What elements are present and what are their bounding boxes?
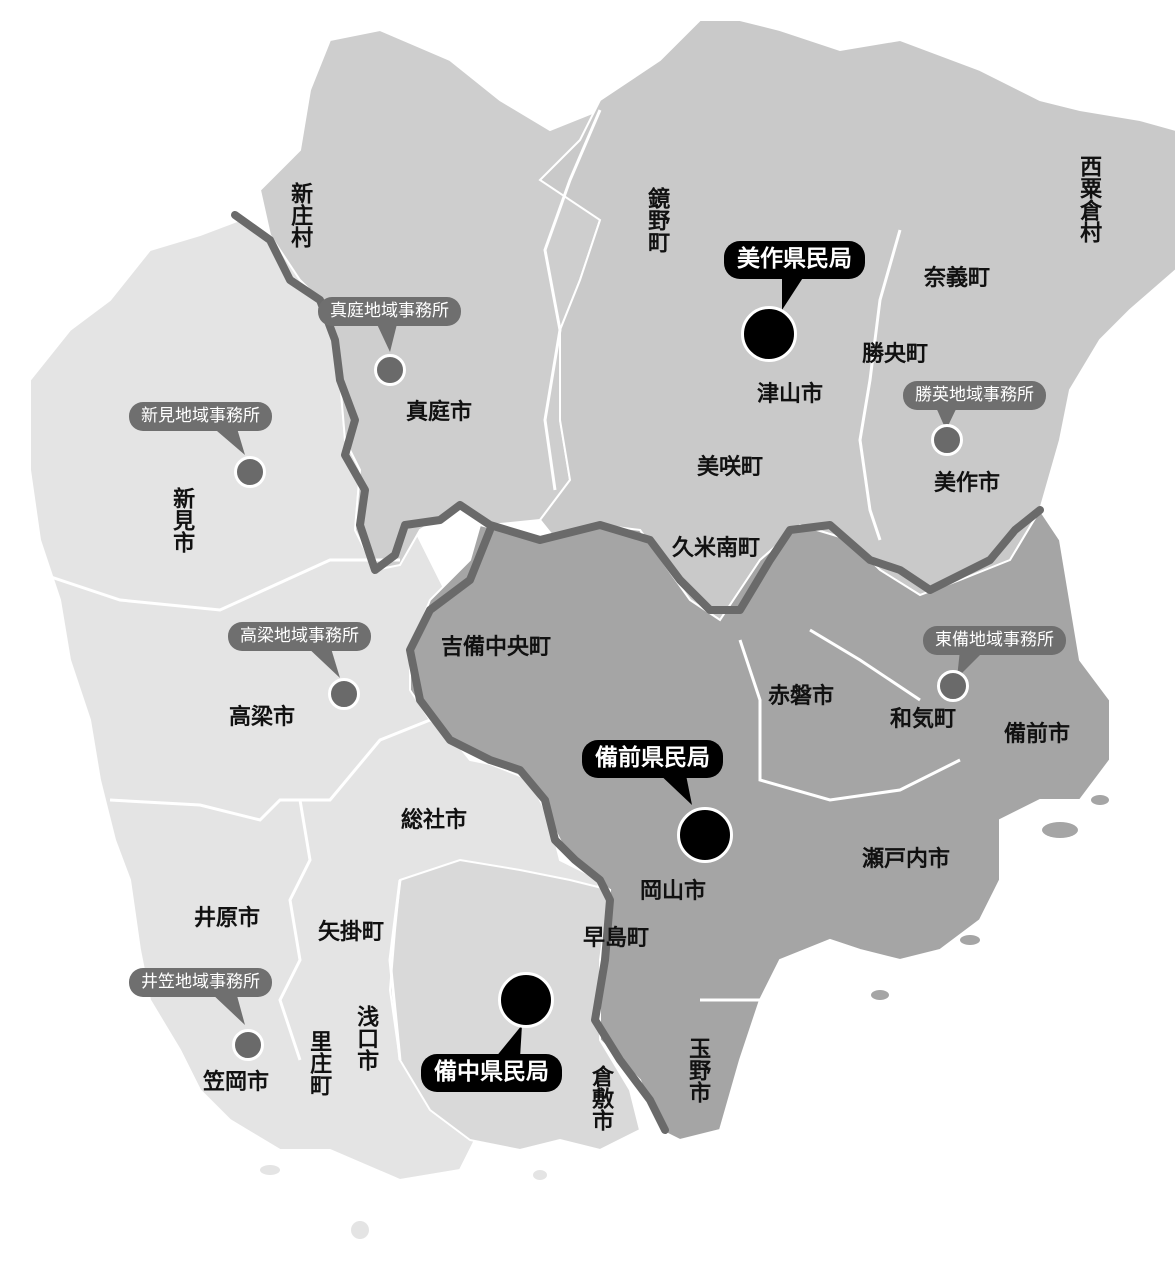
office-marker-tobi bbox=[937, 670, 969, 702]
island bbox=[960, 935, 980, 945]
label-maniwa-city: 真庭市 bbox=[406, 400, 473, 425]
label-tamano-city: 玉野市 bbox=[685, 1037, 711, 1103]
label-takahashi-city: 高梁市 bbox=[229, 705, 296, 730]
label-wake-town: 和気町 bbox=[890, 707, 957, 732]
label-okayama-city: 岡山市 bbox=[640, 879, 707, 904]
bureau-marker-bizen bbox=[677, 807, 733, 863]
label-kumenan-town: 久米南町 bbox=[672, 536, 761, 561]
label-kibichuo-town: 吉備中央町 bbox=[441, 635, 552, 660]
bureau-marker-mimasaka bbox=[741, 306, 797, 362]
label-mimasaka-city: 美作市 bbox=[934, 471, 1001, 496]
label-tsuyama-city: 津山市 bbox=[757, 382, 824, 407]
label-nishiawakura-village: 西粟倉村 bbox=[1076, 155, 1102, 243]
label-soja-city: 総社市 bbox=[401, 808, 468, 833]
island bbox=[1042, 822, 1078, 838]
pointer-tails bbox=[210, 270, 985, 1058]
bureau-marker-bitchu bbox=[498, 972, 554, 1028]
island bbox=[1091, 795, 1109, 805]
label-setouchi-city: 瀬戸内市 bbox=[862, 847, 951, 872]
label-nagi-town: 奈義町 bbox=[924, 266, 991, 291]
office-marker-shoei bbox=[931, 424, 963, 456]
label-akaiwa-city: 赤磐市 bbox=[768, 684, 835, 709]
island bbox=[871, 990, 889, 1000]
pill-shoei-office: 勝英地域事務所 bbox=[903, 381, 1046, 410]
label-misaki-town: 美咲町 bbox=[697, 455, 764, 480]
office-marker-takahashi bbox=[328, 678, 360, 710]
label-niimi-city: 新見市 bbox=[169, 487, 195, 553]
label-yakage-town: 矢掛町 bbox=[318, 920, 385, 945]
label-kasaoka-city: 笠岡市 bbox=[203, 1070, 270, 1095]
office-marker-maniwa bbox=[374, 354, 406, 386]
label-kurashiki-city: 倉敷市 bbox=[588, 1065, 614, 1131]
label-asakuchi-city: 浅口市 bbox=[353, 1005, 379, 1071]
pill-maniwa-office: 真庭地域事務所 bbox=[318, 297, 461, 326]
office-marker-niimi bbox=[234, 456, 266, 488]
island bbox=[533, 1170, 547, 1180]
pill-niimi-office: 新見地域事務所 bbox=[129, 402, 272, 431]
label-satosho-town: 里庄町 bbox=[306, 1030, 332, 1096]
pill-bitchu-bureau: 備中県民局 bbox=[421, 1054, 562, 1092]
label-bizen-city: 備前市 bbox=[1004, 722, 1071, 747]
label-shoo-town: 勝央町 bbox=[862, 342, 929, 367]
label-kagamino-town: 鏡野町 bbox=[644, 187, 670, 253]
regional-boundaries bbox=[231, 211, 1044, 1134]
island bbox=[1066, 763, 1094, 777]
island bbox=[260, 1165, 280, 1175]
pill-tobi-office: 東備地域事務所 bbox=[923, 626, 1066, 655]
pill-iga-office: 井笠地域事務所 bbox=[129, 968, 272, 997]
label-shinjo-village: 新庄村 bbox=[287, 182, 313, 248]
office-marker-iga bbox=[232, 1029, 264, 1061]
pill-takahashi-office: 高梁地域事務所 bbox=[228, 622, 371, 651]
municipal-borders bbox=[29, 109, 961, 1061]
label-hayashima-town: 早島町 bbox=[583, 926, 650, 951]
pill-mimasaka-bureau: 美作県民局 bbox=[724, 241, 865, 279]
label-ibara-city: 井原市 bbox=[194, 906, 261, 931]
pill-bizen-bureau: 備前県民局 bbox=[582, 740, 723, 778]
island bbox=[351, 1221, 369, 1239]
